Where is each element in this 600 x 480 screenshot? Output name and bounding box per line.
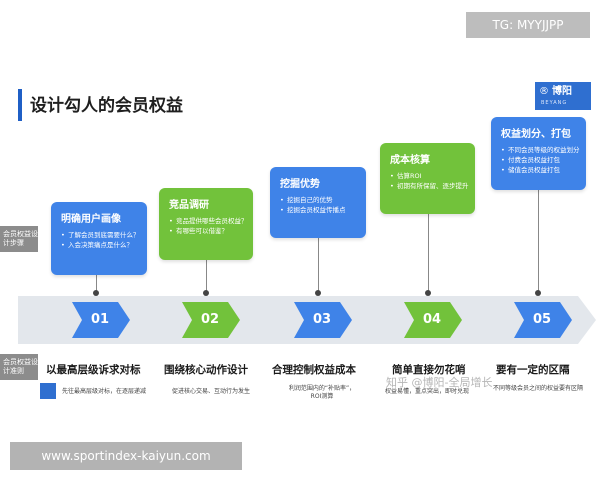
connector-dot-5: [535, 290, 541, 296]
step-card-bullets: 不同会员等级的权益划分 付费会员权益打包 储值会员权益打包: [501, 145, 586, 175]
connector-line-4: [428, 214, 429, 293]
step-card-title: 挖掘优势: [280, 179, 320, 190]
principle-desc-4: 权益易懂，重点突出，即时兑现: [385, 388, 470, 395]
bullet-item: 竞品提供哪些会员权益？: [169, 216, 253, 226]
step-number-3: 03: [312, 312, 332, 327]
principle-title-5: 要有一定的区隔: [496, 364, 570, 376]
bullet-item: 储值会员权益打包: [501, 165, 586, 175]
bullet-item: 挖掘自己的优势: [280, 195, 366, 205]
logo-mark-icon: ®: [539, 86, 549, 97]
connector-line-5: [538, 190, 539, 293]
step-chevron-3: [294, 302, 352, 338]
bullet-item: 了解会员到底需要什么？: [61, 230, 147, 240]
rail-label-rules: 会员权益设计准则: [0, 354, 38, 380]
rail-label-steps: 会员权益设计步骤: [0, 226, 38, 252]
principle-marker-square: [40, 383, 56, 399]
rail-label-steps-text: 会员权益设计步骤: [3, 230, 38, 247]
watermark-top: TG: MYYJJPP: [466, 12, 590, 38]
logo-name: 博阳: [552, 86, 572, 97]
bullet-item: 不同会员等级的权益划分: [501, 145, 586, 155]
bullet-item: 付费会员权益打包: [501, 155, 586, 165]
step-chevron-4: [404, 302, 462, 338]
principle-title-2: 围绕核心动作设计: [164, 364, 248, 376]
step-card-title: 明确用户画像: [61, 214, 121, 225]
principle-desc-2: 促进核心交易、互动行为发生: [172, 388, 251, 395]
step-card-bullets: 估算ROI 初期有所保留、逐步提升: [390, 171, 475, 191]
watermark-credit: 知乎 @博阳-全局增长: [386, 376, 493, 389]
step-chevron-2: [182, 302, 240, 338]
step-card-2: 竞品调研 竞品提供哪些会员权益？ 有哪些可以借鉴？: [159, 188, 253, 260]
step-number-2: 02: [200, 312, 220, 327]
principle-desc-5: 不同等级会员之间的权益要有区隔: [492, 385, 583, 392]
title-accent-bar: [18, 89, 22, 121]
step-number-5: 05: [532, 312, 552, 327]
page-title: 设计勾人的会员权益: [30, 96, 183, 116]
principle-title-3: 合理控制权益成本: [272, 364, 356, 376]
bullet-item: 挖掘会员权益传播点: [280, 205, 366, 215]
logo-subtitle: BEYANG: [541, 100, 568, 106]
bullet-item: 初期有所保留、逐步提升: [390, 181, 475, 191]
principle-desc-3: 利润范围内的“补贴率”，ROI测算: [288, 385, 356, 400]
step-card-title: 成本核算: [390, 155, 430, 166]
connector-line-1: [96, 275, 97, 293]
connector-dot-4: [425, 290, 431, 296]
connector-dot-3: [315, 290, 321, 296]
step-chevron-1: [72, 302, 130, 338]
step-card-1: 明确用户画像 了解会员到底需要什么？ 入会决策痛点是什么？: [51, 202, 147, 275]
connector-line-2: [206, 260, 207, 293]
process-arrow-band: [18, 296, 596, 344]
principle-title-1: 以最高层级诉求对标: [46, 364, 141, 376]
step-number-1: 01: [90, 312, 110, 327]
principle-desc-1: 先往最高层级对标，在逐层递减: [62, 388, 147, 395]
rail-label-rules-text: 会员权益设计准则: [3, 358, 38, 375]
principle-title-4: 简单直接勿花哨: [392, 364, 466, 376]
step-card-4: 成本核算 估算ROI 初期有所保留、逐步提升: [380, 143, 475, 214]
watermark-bottom: www.sportindex-kaiyun.com: [10, 442, 242, 470]
step-card-5: 权益划分、打包 不同会员等级的权益划分 付费会员权益打包 储值会员权益打包: [491, 117, 586, 190]
brand-logo: ® 博阳 BEYANG: [535, 82, 591, 110]
step-chevron-5: [514, 302, 572, 338]
bullet-item: 估算ROI: [390, 171, 475, 181]
step-card-3: 挖掘优势 挖掘自己的优势 挖掘会员权益传播点: [270, 167, 366, 238]
connector-dot-2: [203, 290, 209, 296]
step-number-4: 04: [422, 312, 442, 327]
step-card-title: 竞品调研: [169, 200, 209, 211]
connector-dot-1: [93, 290, 99, 296]
step-card-bullets: 挖掘自己的优势 挖掘会员权益传播点: [280, 195, 366, 215]
step-card-title: 权益划分、打包: [501, 129, 571, 140]
connector-line-3: [318, 238, 319, 293]
step-card-bullets: 竞品提供哪些会员权益？ 有哪些可以借鉴？: [169, 216, 253, 236]
step-card-bullets: 了解会员到底需要什么？ 入会决策痛点是什么？: [61, 230, 147, 250]
bullet-item: 有哪些可以借鉴？: [169, 226, 253, 236]
bullet-item: 入会决策痛点是什么？: [61, 240, 147, 250]
